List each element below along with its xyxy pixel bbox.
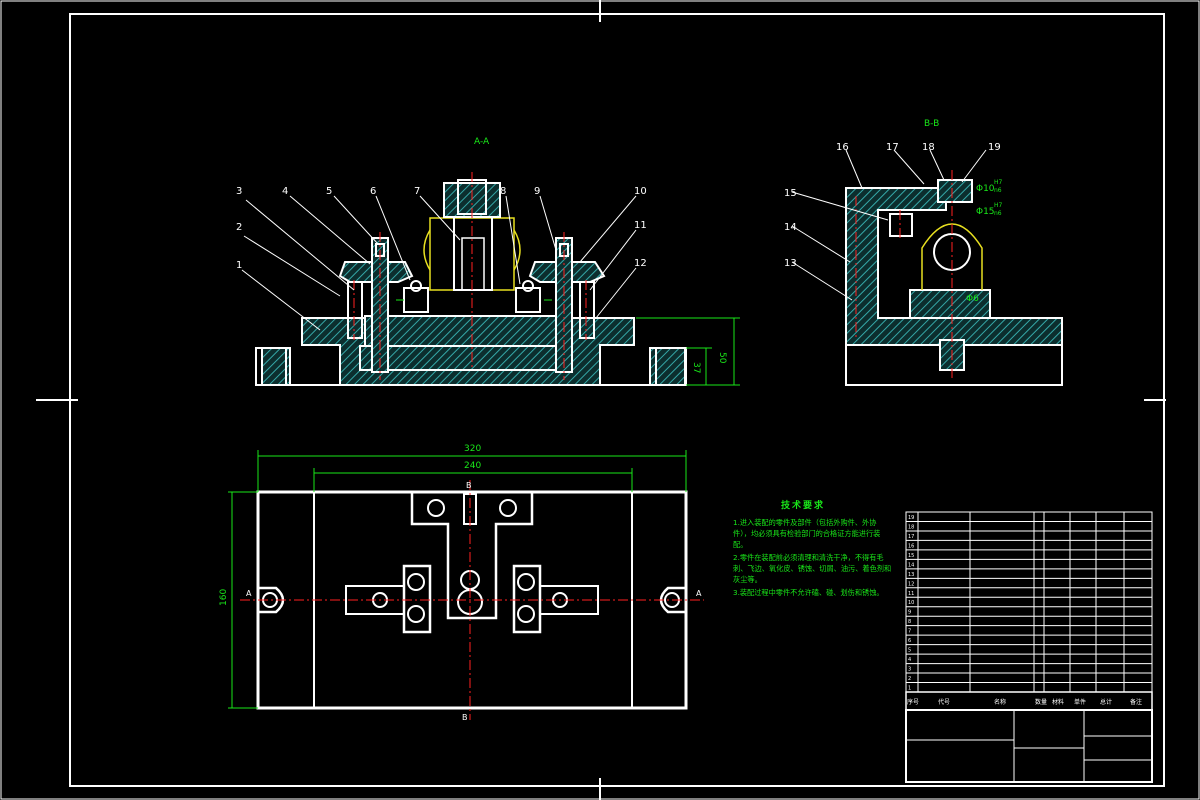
dim-dia-10: Φ10 [976,184,995,194]
bom-row-number: 13 [908,572,914,578]
tech-requirement-3: 3.装配过程中零件不允许磕、碰、划伤和锈蚀。 [733,588,884,597]
bom-row-number: 6 [908,638,911,644]
bom-row-number: 14 [908,562,914,568]
bom-row-number: 19 [908,515,914,521]
lower-groove [359,345,571,371]
callout-6: 6 [370,186,376,197]
plan-holes [262,499,680,623]
bom-row-number: 7 [908,629,911,635]
dim-dia-10-fit-top: H7 [994,179,1003,186]
leaders-bb [791,149,987,301]
callout-14: 14 [784,222,797,233]
callout-18: 18 [922,142,935,153]
tech-requirement-1: 1.进入装配的零件及部件（包括外购件、外协件），均必须具有检验部门的合格证方能进… [733,518,881,549]
section-mark-a-left: A [246,589,252,598]
bom-row-number: 12 [908,581,914,587]
callouts-aa: 1 2 3 4 5 6 7 8 9 10 11 12 [236,186,647,271]
dim-height-37: 37 [691,362,701,373]
bom-row-number: 15 [908,553,914,559]
dim-dia-15: Φ15 [976,207,995,217]
callout-13: 13 [784,258,797,269]
bom-header-cell: 序号 [907,698,919,706]
bom-table [905,511,1153,783]
leaders-aa [241,195,637,331]
upper-plate [364,315,566,347]
callout-19: 19 [988,142,1001,153]
section-mark-a-right: A [696,589,702,598]
section-mark-b-top: B [466,481,472,490]
dim-inner-length: 240 [464,461,481,471]
bom-row-number: 5 [908,648,911,654]
tech-requirements-title: 技术要求 [781,501,826,511]
section-aa-view: A-A [236,137,740,386]
callout-2: 2 [236,222,242,233]
bom-header-cell: 代号 [938,698,950,706]
dim-height-160: 160 [219,589,229,606]
bom-row-number: 9 [908,610,911,616]
bom-row-numbers: 19 18 17 16 15 14 13 12 11 10 9 8 7 6 5 4 3 2 1 [908,515,914,692]
bom-header: 序号 代号 名称 数量材料 单件 总计 备注 [907,698,1142,706]
callout-5: 5 [326,186,332,197]
dim-dia-15-fit-bottom: n6 [994,210,1002,217]
bom-header-cell: 材料 [1052,698,1064,706]
callout-7: 7 [414,186,420,197]
section-bb-view: B-B 13 14 15 16 [784,119,1063,386]
bom-header-cell: 备注 [1130,698,1142,706]
bom-row-number: 2 [908,676,911,682]
callout-12: 12 [634,258,647,269]
dims-bb: Φ10 H7 n6 Φ15 H7 n6 Φ6 [966,179,1003,304]
dim-dia-15-fit-top: H7 [994,202,1003,209]
plan-t-slot [410,492,534,620]
callout-16: 16 [836,142,849,153]
bom-row-number: 8 [908,619,911,625]
bom-row-number: 10 [908,600,914,606]
bom-row-number: 18 [908,524,914,530]
bom-header-cell: 数量 [1035,698,1047,706]
bom-row-number: 4 [908,657,911,663]
callout-11: 11 [634,220,647,231]
callout-10: 10 [634,186,647,197]
callout-8: 8 [500,186,506,197]
tech-requirement-2: 2.零件在装配前必须清理和清洗干净，不得有毛刺、飞边、氧化皮、锈蚀、切屑、油污、… [733,553,892,584]
section-aa-label: A-A [474,137,490,147]
bom-row-number: 1 [908,686,911,692]
callouts-bb: 13 14 15 16 17 18 19 [784,142,1001,269]
bom-header-cell: 总计 [1100,698,1112,706]
bom-row-number: 17 [908,534,914,540]
plan-section-marks: A A B B [246,481,702,722]
bom-row-number: 16 [908,543,914,549]
callout-3: 3 [236,186,242,197]
dims-aa [396,299,740,386]
section-mark-b-bottom: B [462,713,468,722]
bom-row-number: 11 [908,591,914,597]
dim-overall-length: 320 [464,444,481,454]
plan-view: 320 240 160 A A B B [219,444,704,722]
callout-15: 15 [784,188,797,199]
bom-row-number: 3 [908,667,911,673]
callout-1: 1 [236,260,242,271]
dim-dia-6: Φ6 [966,294,979,304]
callout-17: 17 [886,142,899,153]
plan-dims [228,450,687,709]
section-bb-label: B-B [924,119,939,129]
bb-body [845,187,1063,346]
bb-v-block [909,289,991,319]
dim-dia-10-fit-bottom: n6 [994,187,1002,194]
bom-header-cell: 名称 [994,698,1006,706]
center-lines-bb [855,170,953,380]
bom-header-cell: 单件 [1074,698,1086,706]
plan-center-lines [240,480,704,720]
dim-height-50: 50 [717,352,727,364]
callout-9: 9 [534,186,540,197]
technical-requirements: 技术要求 1.进入装配的零件及部件（包括外购件、外协件），均必须具有检验部门的合… [733,498,893,600]
callout-4: 4 [282,186,288,197]
